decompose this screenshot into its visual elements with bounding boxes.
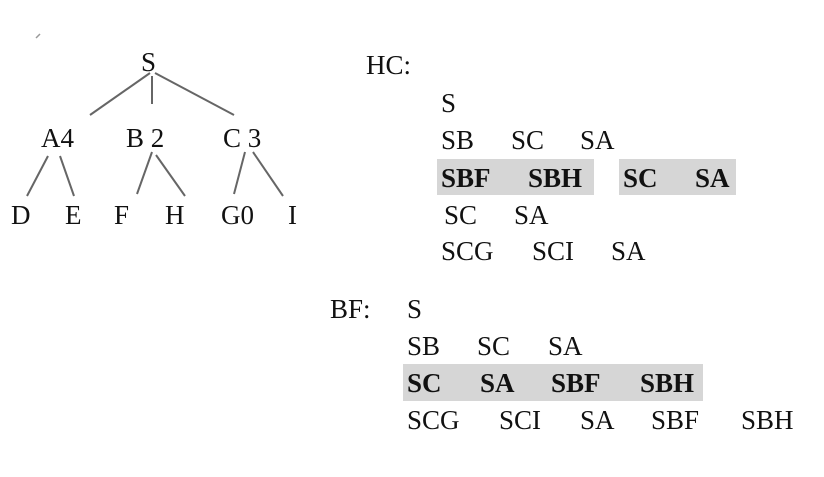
hc-row2-item: SC xyxy=(511,125,545,155)
bf-row1-item: S xyxy=(407,294,423,324)
tree-leaf-h: H xyxy=(165,200,185,230)
edge-s-a xyxy=(89,72,151,116)
bf-label: BF: xyxy=(330,294,371,324)
hc-row3-item: SA xyxy=(695,163,730,193)
hc-row4-item: SA xyxy=(514,200,549,230)
tree-leaf-f: F xyxy=(114,200,130,230)
hc-row5-item: SA xyxy=(611,236,646,266)
bf-row4-item: SBH xyxy=(741,405,794,435)
hc-row4-item: SC xyxy=(444,200,478,230)
tree-node-b: B 2 xyxy=(126,123,165,153)
bf-row3-item: SA xyxy=(480,368,515,398)
hc-label: HC: xyxy=(366,50,412,80)
bf-row2-item: SA xyxy=(548,331,583,361)
edge-c-g xyxy=(233,151,246,195)
hc-row3-item: SBH xyxy=(528,163,583,193)
hc-row5-item: SCI xyxy=(532,236,575,266)
hc-highlight-right xyxy=(619,159,736,195)
bf-row3-item: SC xyxy=(407,368,442,398)
edge-s-c xyxy=(154,72,235,116)
bf-row3-item: SBF xyxy=(551,368,601,398)
edge-b-f xyxy=(136,151,153,195)
tree-node-c: C 3 xyxy=(223,123,262,153)
stray-mark xyxy=(35,33,41,39)
bf-highlight xyxy=(403,364,703,401)
hc-row2-item: SB xyxy=(441,125,475,155)
bf-row4-item: SBF xyxy=(651,405,700,435)
tree-leaf-d: D xyxy=(11,200,31,230)
bf-row2-item: SC xyxy=(477,331,511,361)
bf-row4-item: SCG xyxy=(407,405,460,435)
hc-row2-item: SA xyxy=(580,125,615,155)
tree-leaf-e: E xyxy=(65,200,82,230)
hc-row3-item: SC xyxy=(623,163,658,193)
tree-leaf-i: I xyxy=(288,200,297,230)
edge-a-d xyxy=(26,155,49,197)
edge-b-h xyxy=(155,154,186,197)
bf-row2-item: SB xyxy=(407,331,441,361)
bf-row3-item: SBH xyxy=(640,368,695,398)
hc-row5-item: SCG xyxy=(441,236,494,266)
edge-a-e xyxy=(59,155,75,197)
bf-row4-item: SA xyxy=(580,405,615,435)
tree-leaf-g0: G0 xyxy=(221,200,254,230)
bf-row4-item: SCI xyxy=(499,405,542,435)
tree-node-a: A4 xyxy=(41,123,74,153)
hc-highlight-left xyxy=(437,159,594,195)
edge-c-i xyxy=(252,151,284,197)
hc-row1-item: S xyxy=(441,88,457,118)
hc-row3-item: SBF xyxy=(441,163,491,193)
tree-node-root: S xyxy=(141,47,157,77)
